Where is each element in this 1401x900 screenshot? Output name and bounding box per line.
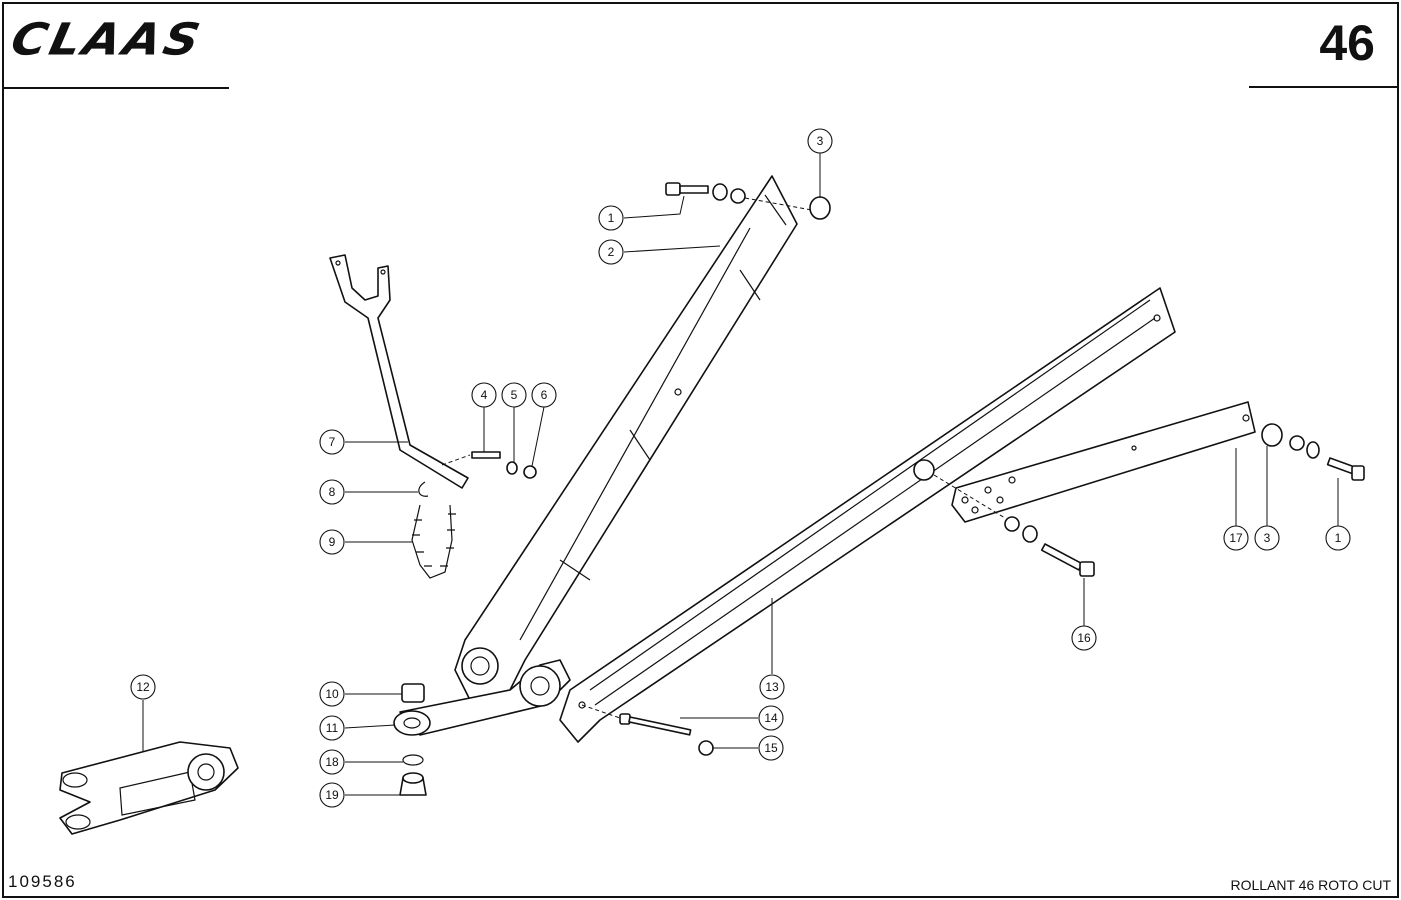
svg-text:11: 11	[326, 721, 339, 735]
callout-3a: 3	[807, 128, 833, 154]
svg-text:13: 13	[765, 680, 779, 694]
callout-7: 7	[319, 429, 345, 455]
callout-14: 14	[758, 705, 784, 731]
callout-16: 16	[1071, 625, 1097, 651]
svg-text:2: 2	[608, 245, 615, 259]
svg-text:19: 19	[325, 788, 339, 802]
svg-text:15: 15	[764, 741, 778, 755]
callout-18: 18	[319, 749, 345, 775]
callout-2: 2	[598, 239, 624, 265]
callout-9: 9	[319, 529, 345, 555]
callout-5: 5	[501, 382, 527, 408]
svg-text:10: 10	[325, 687, 339, 701]
svg-text:1: 1	[608, 211, 615, 225]
leader-lines	[142, 153, 1339, 796]
part-pivot-assembly	[393, 647, 571, 736]
callout-8: 8	[319, 479, 345, 505]
svg-text:6: 6	[541, 388, 548, 402]
part-chain	[411, 481, 456, 579]
callout-19: 19	[319, 782, 345, 808]
header-rule-left	[2, 87, 229, 89]
callout-11: 11	[319, 715, 345, 741]
callout-1a: 1	[598, 205, 624, 231]
callout-10: 10	[319, 681, 345, 707]
fasteners-bracket	[913, 459, 1095, 577]
callout-17: 17	[1223, 525, 1249, 551]
svg-text:1: 1	[1335, 531, 1342, 545]
header-rule-right	[1249, 86, 1399, 88]
svg-text:17: 17	[1229, 531, 1243, 545]
svg-text:4: 4	[481, 388, 488, 402]
small-parts	[399, 683, 427, 796]
svg-text:12: 12	[136, 680, 150, 694]
part-rod	[329, 254, 469, 489]
callout-13: 13	[759, 674, 785, 700]
callout-15: 15	[758, 735, 784, 761]
svg-text:3: 3	[1264, 531, 1271, 545]
part-clevis	[59, 741, 239, 835]
fasteners-right	[1261, 423, 1365, 481]
callout-1b: 1	[1325, 525, 1351, 551]
part-bracket	[951, 401, 1256, 523]
fasteners-top	[665, 182, 831, 220]
svg-text:9: 9	[329, 535, 336, 549]
svg-text:7: 7	[329, 435, 336, 449]
callout-12: 12	[130, 674, 156, 700]
callout-3b: 3	[1254, 525, 1280, 551]
svg-text:3: 3	[817, 134, 824, 148]
model-label: ROLLANT 46 ROTO CUT	[1230, 877, 1391, 893]
part-arm-lower	[559, 287, 1176, 743]
callout-6: 6	[531, 382, 557, 408]
svg-text:5: 5	[511, 388, 518, 402]
drawing-id: 109586	[8, 872, 77, 891]
fasteners-arm	[581, 704, 714, 756]
svg-text:18: 18	[325, 755, 339, 769]
svg-text:8: 8	[329, 485, 336, 499]
svg-text:16: 16	[1077, 631, 1091, 645]
fasteners-rod	[441, 451, 537, 479]
svg-text:14: 14	[764, 711, 778, 725]
callout-4: 4	[471, 382, 497, 408]
page-number: 46	[1319, 15, 1375, 71]
